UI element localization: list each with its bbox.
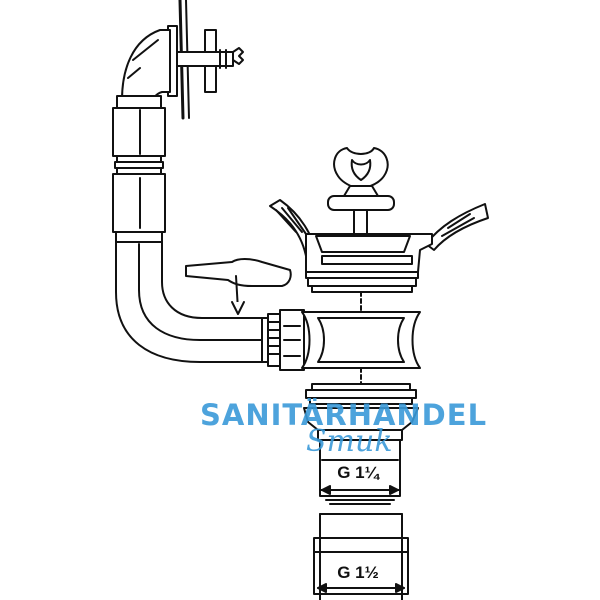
tailpiece-lower bbox=[313, 513, 409, 600]
bend-pipe bbox=[115, 241, 305, 371]
tool-indicator bbox=[185, 258, 292, 315]
thread-size-lower-label: G 1½ bbox=[337, 563, 379, 582]
lower-nut bbox=[303, 383, 419, 441]
overflow-elbow bbox=[121, 29, 171, 105]
drain-body bbox=[301, 291, 421, 385]
watermark-name: Smuk bbox=[306, 424, 393, 459]
overflow-pipe-upper bbox=[112, 95, 166, 243]
thread-size-upper-label: G 1¼ bbox=[337, 463, 379, 482]
basin-wall bbox=[269, 199, 489, 257]
drain-flange bbox=[305, 233, 433, 293]
watermark-brand: SANITÄRHANDEL bbox=[200, 398, 488, 432]
tailpiece-upper bbox=[319, 439, 401, 505]
overflow-rosette bbox=[167, 0, 244, 120]
